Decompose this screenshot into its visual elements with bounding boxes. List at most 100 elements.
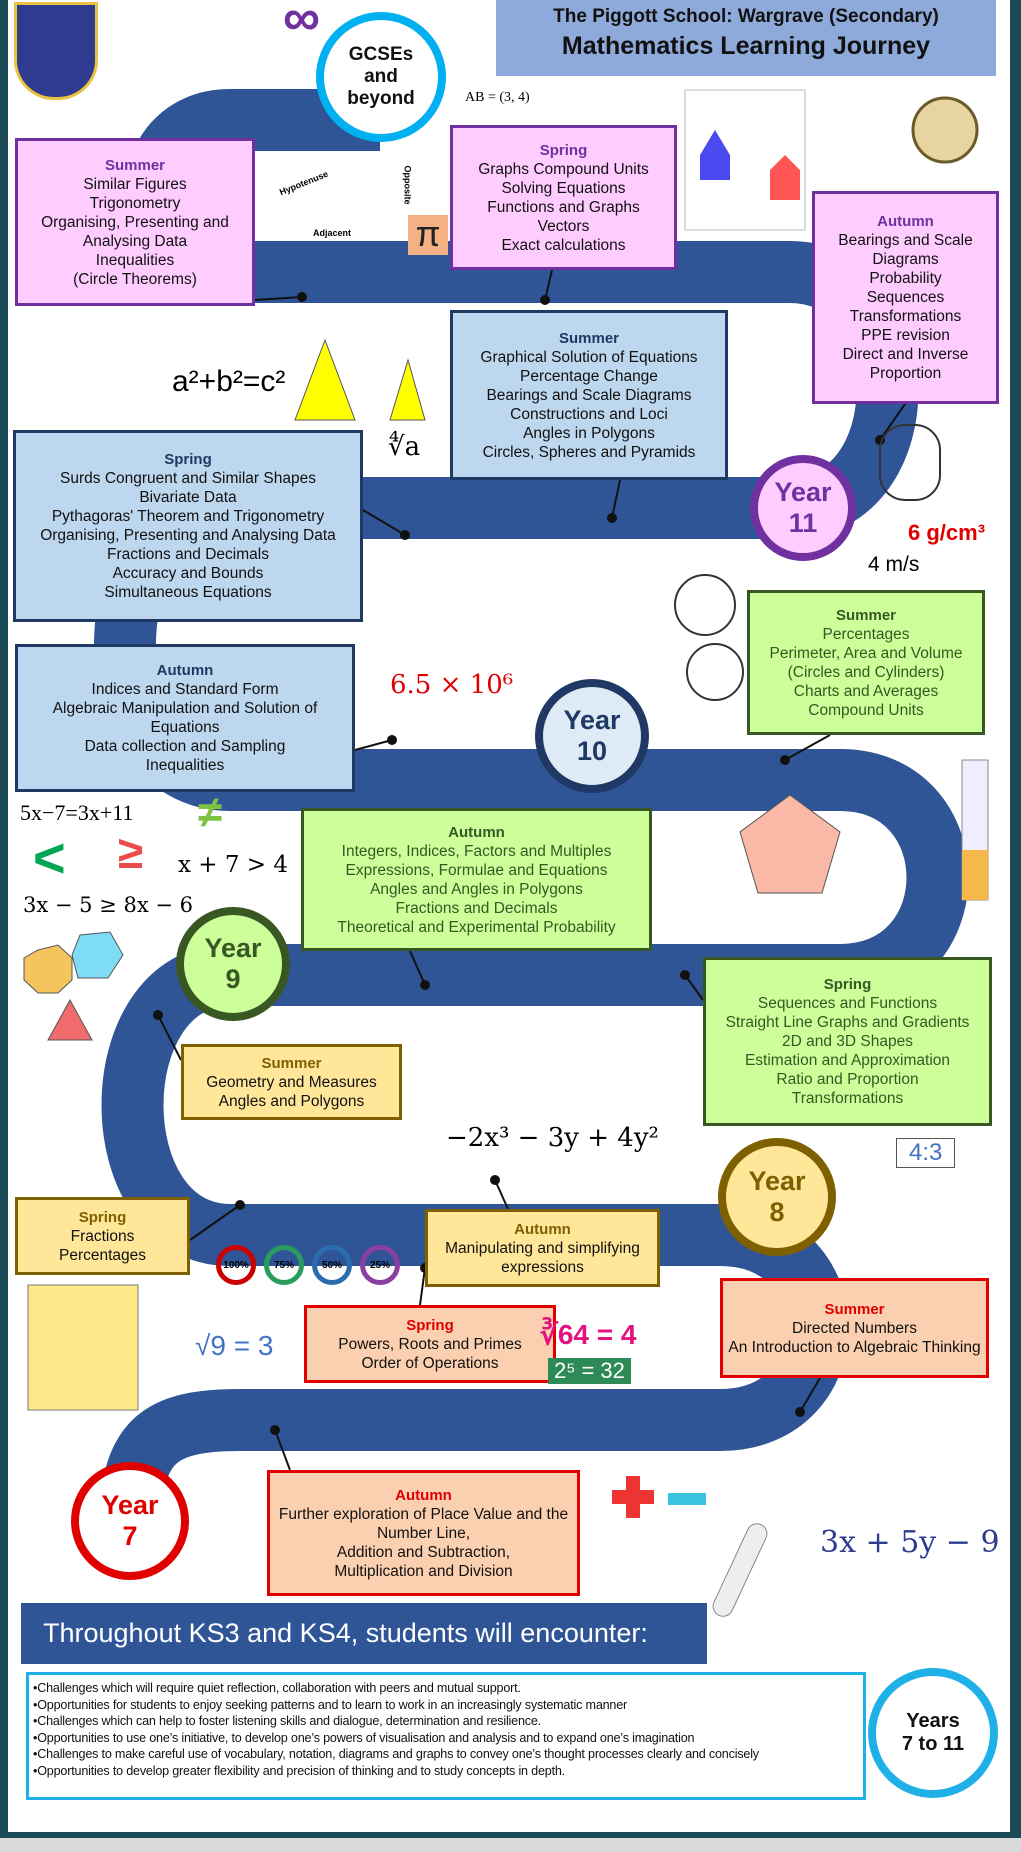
octagon-icon [23,944,73,994]
topic-item: Directed Numbers [792,1319,917,1337]
topic-item: Organising, Presenting and Analysing Dat… [41,213,229,250]
term-heading: Spring [406,1316,454,1334]
power-text: 2⁵ = 32 [548,1358,631,1384]
topic-item: Fractions [70,1227,135,1245]
red-triangle-icon [47,998,93,1041]
pi-symbol: π [408,215,448,255]
bullet-item: •Opportunities to develop greater flexib… [33,1763,565,1778]
triangle-icon [294,338,356,421]
blue-shape-icon [700,130,730,180]
bullet-item: •Challenges which can help to foster lis… [33,1714,541,1729]
topic-item: Percentages [822,625,910,643]
term-heading: Spring [164,451,212,468]
topic-item: Powers, Roots and Primes [338,1335,522,1353]
term-heading: Spring [78,1208,127,1226]
topic-item: Estimation and Approximation [744,1052,951,1069]
topic-item: Probability [869,270,942,287]
less-than-symbol: < [33,826,66,889]
term-heading: Summer [824,1300,885,1318]
cylinder-icon [879,424,941,501]
gcse-line1: GCSEs [348,44,414,66]
topic-item: 2D and 3D Shapes [782,1033,913,1050]
dial-25: 25% [360,1245,400,1285]
topic-item: Manipulating and simplifying expressions [445,1239,640,1276]
bullet-item: •Opportunities to use one’s initiative, … [33,1730,695,1745]
topic-item: Transformations [791,1090,904,1107]
year-number: 7 [122,1521,138,1551]
topic-item: Straight Line Graphs and Gradients [725,1014,970,1031]
year-label: Year [204,932,262,963]
topic-item: Circles, Spheres and Pyramids [482,443,696,461]
fraction-wall-icon [27,1284,139,1411]
topic-item: Addition and Subtraction, [336,1543,511,1561]
topic-item: Fractions and Decimals [107,546,269,563]
school-name: The Piggott School: Wargrave (Secondary) [553,6,939,27]
density-text: 6 g/cm³ [908,520,986,545]
topic-item: Inequalities [95,251,175,269]
topic-item: Indices and Standard Form [91,681,279,698]
infinity-symbol: ∞ [283,0,321,47]
topic-item: Exact calculations [501,236,626,254]
thermometer-icon [712,1523,768,1617]
term-heading: Summer [261,1054,322,1072]
inequality-2: 3x − 5 ≥ 8x − 6 [23,893,193,917]
topic-item: Ratio and Proportion [776,1071,919,1088]
gcse-line2: and [364,66,398,88]
years-line1: Years [906,1710,960,1732]
root-symbol: ∜a [388,432,421,462]
topic-item: Surds Congruent and Similar Shapes [60,470,316,487]
year-label: Year [563,704,621,735]
opposite-label: Opposite [402,165,413,205]
gcse-line3: beyond [347,87,415,109]
decorative-shapes [23,89,989,1617]
topic-item: Organising, Presenting and Analysing Dat… [40,527,336,544]
term-heading: Autumn [514,1220,571,1238]
topic-item: (Circles and Cylinders) [787,663,945,681]
topic-item: (Circle Theorems) [73,270,197,288]
term-heading: Autumn [877,213,934,230]
topic-item: Sequences [866,289,945,306]
minus-icon [668,1493,706,1505]
ks-bullets-box: •Challenges which will require quiet ref… [26,1672,866,1800]
topic-item: Bearings and Scale Diagrams [838,232,973,268]
topic-item: Multiplication and Division [334,1562,513,1580]
school-crest-logo [14,2,98,100]
pythagoras-formula: a²+b²=c² [172,365,286,398]
topic-item: PPE revision [861,327,950,344]
topic-item: Theoretical and Experimental Probability [337,918,616,936]
topic-item: Percentage Change [520,367,658,385]
bullet-item: •Challenges which will require quiet ref… [33,1681,521,1695]
topic-item: Angles and Angles in Polygons [370,880,583,898]
dial-100: 100% [216,1245,256,1285]
term-heading: Spring [823,976,872,993]
topic-item: Inequalities [145,757,225,774]
poster: The Piggott School: Wargrave (Secondary)… [8,0,1010,1832]
term-heading: Summer [104,156,166,174]
topic-item: Trigonometry [89,194,181,212]
topic-item: Bearings and Scale Diagrams [486,386,692,404]
topic-item: Order of Operations [361,1354,499,1372]
term-heading: Summer [558,329,620,347]
year-label: Year [774,476,832,507]
header-banner: The Piggott School: Wargrave (Secondary)… [496,0,996,76]
topic-item: An Introduction to Algebraic Thinking [728,1338,981,1356]
not-equal-symbol: ≠ [198,788,223,837]
topic-item: Simultaneous Equations [104,584,272,601]
compass-rose-icon [911,96,979,164]
topic-item: Constructions and Loci [510,405,668,423]
graph-grid-icon [684,89,806,231]
topic-item: Expressions, Formulae and Equations [345,861,608,879]
term-heading: Summer [835,606,897,624]
